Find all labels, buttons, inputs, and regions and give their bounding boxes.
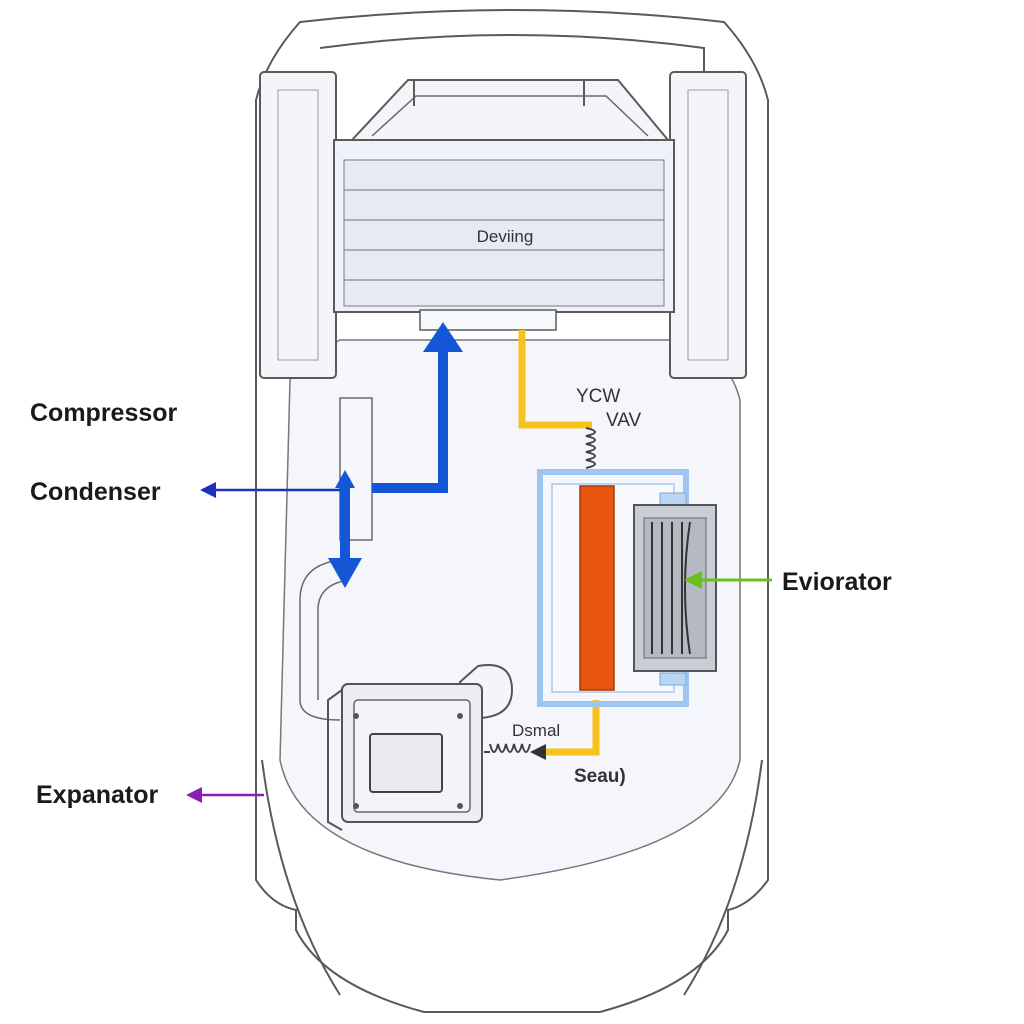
arrow-left-icon bbox=[684, 571, 702, 589]
valve-bottom-label: VAV bbox=[606, 410, 642, 431]
flow-junction-marker bbox=[335, 470, 355, 488]
compressor-label: Compressor bbox=[30, 399, 178, 427]
arrow-up-icon bbox=[423, 322, 463, 352]
right-pillar bbox=[669, 71, 747, 379]
blue-flow-path bbox=[372, 350, 448, 493]
side-pillars bbox=[259, 71, 747, 379]
compressor-window bbox=[369, 733, 443, 793]
body-outer-outline bbox=[255, 9, 769, 1013]
evaporator-assembly bbox=[537, 469, 717, 707]
compressor-mount bbox=[327, 689, 343, 831]
top-unit-core bbox=[343, 159, 665, 307]
compressor-bolt bbox=[457, 713, 463, 719]
expander-callout bbox=[186, 787, 264, 803]
evaporator-callout bbox=[684, 571, 772, 589]
top-unit-fins bbox=[344, 189, 664, 281]
expander-label: Expanator bbox=[36, 781, 159, 809]
compressor-bolt bbox=[353, 713, 359, 719]
body-lower-curve-right bbox=[683, 759, 763, 996]
seal-label: Seau) bbox=[574, 766, 626, 787]
body-inner-outline bbox=[319, 34, 705, 80]
compressor-bolt bbox=[353, 803, 359, 809]
left-duct-pipe bbox=[299, 559, 341, 721]
top-unit-outlet bbox=[419, 309, 557, 331]
yellow-line-top bbox=[518, 330, 592, 429]
yellow-line-bottom bbox=[540, 700, 600, 756]
evaporator-panel-clip-bottom bbox=[659, 672, 687, 686]
right-pillar-inner bbox=[687, 89, 729, 361]
top-unit: Deviing bbox=[333, 79, 675, 331]
evaporator-label: Eviorator bbox=[782, 568, 892, 596]
condenser-label: Condenser bbox=[30, 478, 161, 506]
evaporator-panel-clip-top bbox=[659, 492, 687, 506]
valve-spring-top bbox=[585, 427, 596, 469]
top-unit-hood-inner bbox=[371, 95, 649, 137]
yellow-line bbox=[518, 330, 600, 756]
blue-flow bbox=[340, 350, 448, 565]
left-pillar bbox=[259, 71, 337, 379]
compressor-bolt bbox=[457, 803, 463, 809]
condenser-callout bbox=[200, 482, 340, 498]
valve-top-label: YCW bbox=[576, 386, 620, 407]
arrow-left-icon bbox=[530, 744, 546, 760]
lower-fitting bbox=[484, 743, 531, 753]
lower-fitting-label: Dsmal bbox=[512, 721, 560, 740]
orange-core bbox=[579, 485, 615, 691]
evaporator-fins bbox=[651, 521, 691, 655]
body-lower-curve bbox=[261, 759, 341, 996]
evaporator-core-inner bbox=[643, 517, 707, 659]
arrow-down-icon bbox=[328, 558, 362, 588]
arrow-left-icon bbox=[200, 482, 216, 498]
left-pillar-inner bbox=[277, 89, 319, 361]
arrow-left-icon bbox=[186, 787, 202, 803]
top-unit-label: Deviing bbox=[477, 227, 534, 246]
compressor-block bbox=[327, 664, 514, 831]
